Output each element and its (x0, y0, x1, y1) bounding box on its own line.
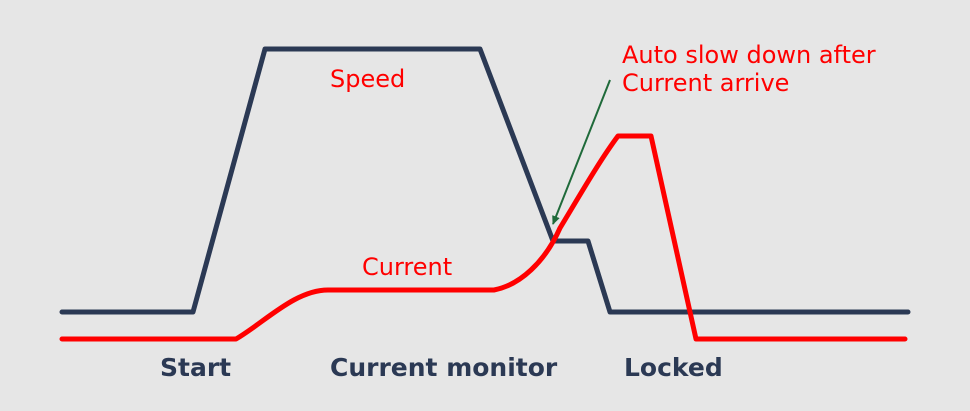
phase-locked-label: Locked (624, 353, 723, 382)
annotation-arrow (552, 79, 611, 225)
current-label: Current (362, 253, 453, 281)
current-curve (59, 133, 908, 342)
speed-label: Speed (330, 65, 406, 93)
phase-start-label: Start (160, 353, 232, 382)
annotation-text: Auto slow down after Current arrive (622, 41, 876, 97)
annotation-line-1: Auto slow down after (622, 41, 876, 69)
phase-monitor-label: Current monitor (330, 353, 558, 382)
annotation-line-2: Current arrive (622, 68, 790, 97)
speed-curve (59, 46, 911, 315)
